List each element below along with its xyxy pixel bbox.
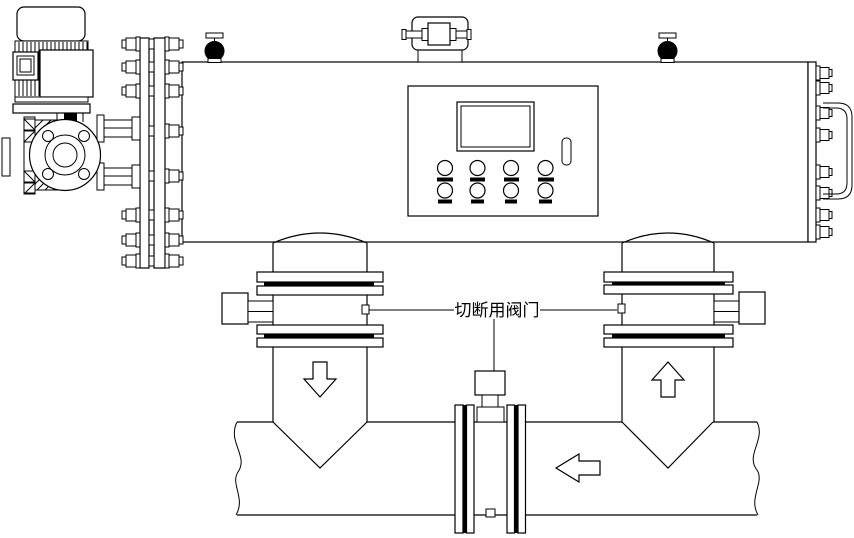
right-riser-valve: [603, 232, 766, 422]
flange-bolt-icon: [815, 224, 833, 240]
flange-bolt-icon: [164, 59, 184, 75]
actuator-mount-plate: [12, 103, 91, 114]
panel-button: [537, 159, 554, 177]
gearbox-nozzles: [96, 114, 141, 191]
button-label-mark: [539, 199, 552, 204]
panel-button: [436, 159, 454, 177]
panel-slot: [561, 137, 572, 166]
right-flange-bolts: [815, 65, 833, 240]
flange-bolt-hole: [42, 168, 54, 180]
pipe-break-line-left: [233, 421, 242, 516]
gearbox-actuator: [1, 116, 102, 195]
panel-button: [436, 182, 454, 199]
flange-bolt-icon: [815, 207, 833, 223]
panel-button: [537, 182, 554, 199]
flange-bolt-icon: [164, 207, 184, 223]
button-label-mark: [437, 177, 453, 182]
flange-bolt-icon: [121, 36, 141, 52]
panel-button: [469, 159, 486, 177]
gasket: [612, 282, 725, 285]
flow-arrow-down-icon: [302, 361, 338, 398]
valve-body: [657, 41, 678, 61]
valve-body: [204, 41, 225, 61]
button-label-mark: [438, 199, 452, 204]
button-label-mark: [505, 199, 517, 204]
flange-bolt-icon: [815, 127, 833, 143]
gearbox-output-flange: [28, 118, 102, 192]
flange-bolt-icon: [164, 36, 184, 52]
annotation: 切断用阀门: [369, 301, 617, 320]
valve-stem: [481, 394, 499, 408]
button-label-mark: [538, 177, 554, 182]
flange-bolt-hole: [42, 130, 54, 142]
main-inlet-flange: [96, 36, 184, 269]
flange-bolt-icon: [815, 80, 833, 96]
right-riser-tee: [621, 421, 714, 469]
gasket: [264, 282, 374, 286]
control-panel: [407, 85, 599, 217]
valve-hand-lever: [713, 291, 766, 325]
gasket: [264, 334, 374, 338]
flow-arrow-left-icon: [554, 452, 601, 484]
panel-button: [502, 182, 520, 199]
button-label-mark: [471, 199, 484, 204]
flow-arrow-up-icon: [650, 361, 686, 398]
button-label-mark: [470, 177, 485, 182]
flange-bolt-icon: [121, 59, 141, 75]
shutoff-valve-label: 切断用阀门: [455, 301, 540, 320]
flange-bolt-hole: [78, 130, 90, 142]
handwheel-icon: [205, 32, 224, 39]
riser-dome: [272, 232, 368, 244]
valve-hand-lever: [221, 292, 274, 325]
riser-dome: [621, 232, 715, 244]
panel-buttons: [436, 159, 554, 204]
limit-switch: [617, 303, 626, 314]
panel-button: [502, 159, 520, 177]
gasket: [463, 405, 467, 533]
flange-bolt-icon: [164, 253, 184, 269]
flange-bolt-icon: [815, 164, 833, 180]
bottom-shutoff-valve: [454, 319, 527, 534]
control-panel-display: [456, 101, 535, 152]
electric-motor: [12, 6, 94, 123]
flange-bolt-icon: [121, 83, 141, 99]
flange-bolt-icon: [121, 253, 141, 269]
gasket: [612, 334, 725, 339]
top-vent-valve-right: [657, 32, 678, 63]
flange-bolt-icon: [164, 232, 184, 248]
flange-bolt-hole: [78, 168, 90, 180]
valve-neck: [476, 406, 505, 423]
left-riser-valve: [221, 232, 384, 422]
flange-bolt-icon: [164, 83, 184, 99]
button-label-mark: [504, 177, 519, 182]
motor-body: [39, 49, 94, 98]
flange-bolt-icon: [121, 207, 141, 223]
actuator-side-plate: [1, 137, 11, 177]
flange-bolt-icon: [815, 65, 833, 81]
bottom-pipeline: [233, 421, 760, 516]
gasket: [514, 405, 518, 533]
flange-bolt-icon: [164, 168, 184, 184]
motor-terminal-box: [12, 51, 39, 81]
drain-plug: [485, 508, 496, 518]
pipe-break-line-right: [752, 421, 760, 516]
top-exhaust-device: [401, 16, 472, 63]
end-cover-handle: [823, 102, 853, 200]
valve-actuator: [474, 370, 506, 396]
motor-base: [14, 96, 89, 103]
left-flange-bolts-right: [164, 36, 184, 269]
left-riser-tee: [272, 421, 368, 469]
flange-bolt-icon: [164, 123, 184, 139]
flange-bolt-icon: [815, 185, 833, 201]
limit-switch: [361, 304, 370, 315]
panel-button: [469, 182, 486, 199]
top-vent-valve-left: [204, 32, 225, 63]
flange-bolt-shafts: [148, 38, 155, 267]
handwheel-icon: [658, 32, 677, 39]
motor-fan-cover: [16, 6, 86, 42]
flange-bolt-icon: [121, 232, 141, 248]
clamp-bolt-squares: [23, 118, 36, 195]
left-flange-bolts-left: [121, 36, 141, 269]
vessel-right-flange-plate: [807, 61, 817, 243]
